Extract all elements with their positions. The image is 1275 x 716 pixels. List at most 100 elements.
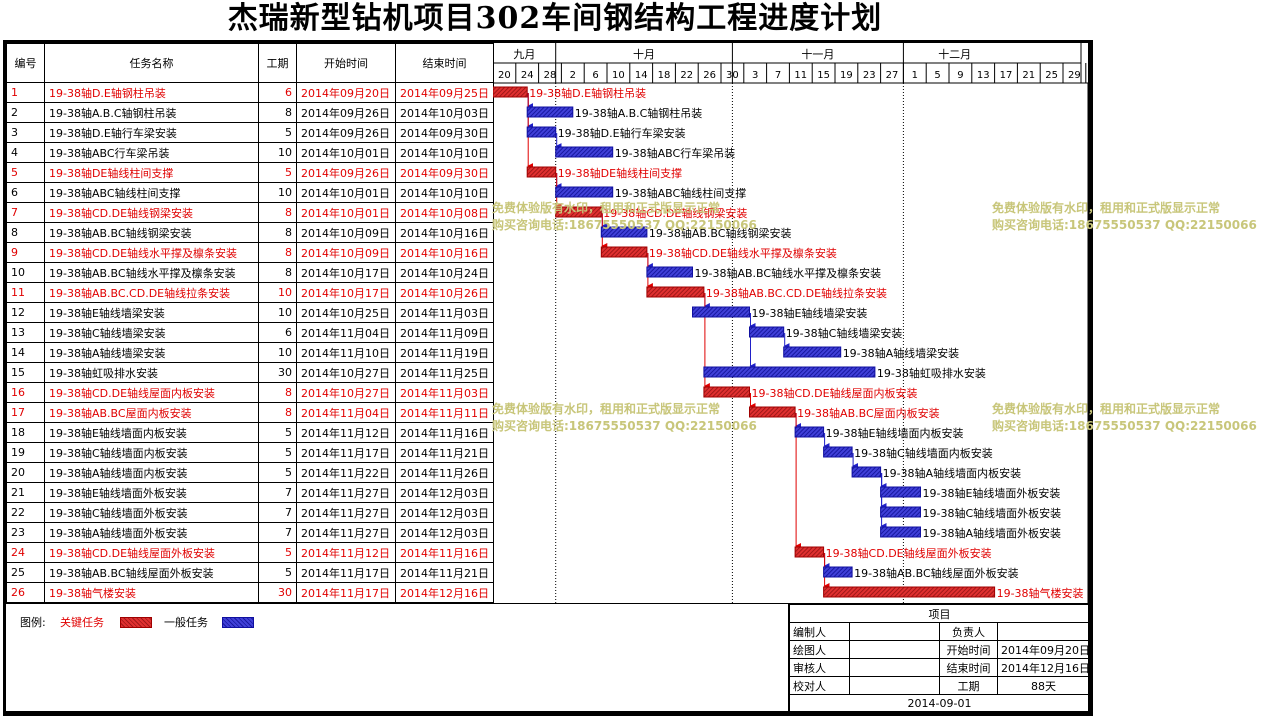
col-header-name: 任务名称: [44, 43, 259, 83]
page-title: 杰瑞新型钻机项目302车间钢结构工程进度计划: [227, 1, 883, 36]
day-label: 19: [840, 70, 853, 81]
task-end: 2014年12月03日: [395, 502, 494, 523]
info-label-duration: 工期: [939, 676, 998, 695]
task-no: 9: [6, 242, 45, 263]
task-days: 8: [258, 262, 297, 283]
task-days: 5: [258, 562, 297, 583]
task-no: 11: [6, 282, 45, 303]
task-bar: [823, 586, 996, 598]
col-header-days: 工期: [258, 43, 297, 83]
task-no: 18: [6, 422, 45, 443]
day-label: 28: [544, 70, 557, 81]
task-end: 2014年11月16日: [395, 542, 494, 563]
task-end: 2014年11月09日: [395, 322, 494, 343]
task-bar: [555, 146, 614, 158]
task-end: 2014年09月30日: [395, 162, 494, 183]
task-name: 19-38轴C轴线墙面外板安装: [44, 502, 259, 523]
task-days: 10: [258, 342, 297, 363]
info-value-reviewer: [849, 658, 940, 677]
task-start: 2014年10月17日: [296, 282, 396, 303]
task-bar: [749, 406, 796, 418]
task-bar-label: 19-38轴AB.BC轴线水平撑及檩条安装: [695, 266, 882, 280]
info-date: 2014-09-01: [789, 694, 1090, 713]
task-no: 21: [6, 482, 45, 503]
day-label: 27: [886, 70, 899, 81]
task-start: 2014年11月12日: [296, 542, 396, 563]
task-no: 5: [6, 162, 45, 183]
task-no: 14: [6, 342, 45, 363]
task-bar-label: 19-38轴E轴线墙面外板安装: [923, 486, 1061, 500]
info-label-reviewer: 审核人: [789, 658, 850, 677]
task-name: 19-38轴AB.BC轴线水平撑及檩条安装: [44, 262, 259, 283]
legend-critical-label: 关键任务: [60, 616, 104, 629]
task-name: 19-38轴CD.DE轴线屋面外板安装: [44, 542, 259, 563]
task-bar: [493, 86, 528, 98]
day-label: 22: [680, 70, 693, 81]
task-start: 2014年09月26日: [296, 162, 396, 183]
task-no: 1: [6, 82, 45, 103]
day-label: 21: [1022, 70, 1035, 81]
task-bar: [555, 186, 614, 198]
task-name: 19-38轴C轴线墙梁安装: [44, 322, 259, 343]
task-days: 6: [258, 322, 297, 343]
info-label-manager: 负责人: [939, 622, 998, 641]
day-label: 6: [592, 70, 598, 81]
info-value-editor: [849, 622, 940, 641]
task-name: 19-38轴E轴线墙梁安装: [44, 302, 259, 323]
task-start: 2014年10月27日: [296, 362, 396, 383]
task-days: 5: [258, 162, 297, 183]
task-days: 5: [258, 542, 297, 563]
task-days: 5: [258, 462, 297, 483]
task-end: 2014年11月11日: [395, 402, 494, 423]
task-bar: [526, 126, 557, 138]
task-no: 4: [6, 142, 45, 163]
info-value-checker: [849, 676, 940, 695]
task-days: 8: [258, 202, 297, 223]
task-days: 10: [258, 282, 297, 303]
task-name: 19-38轴AB.BC.CD.DE轴线拉条安装: [44, 282, 259, 303]
task-end: 2014年11月25日: [395, 362, 494, 383]
task-days: 7: [258, 522, 297, 543]
task-bar-label: 19-38轴ABC行车梁吊装: [615, 146, 736, 160]
task-no: 15: [6, 362, 45, 383]
task-start: 2014年10月01日: [296, 142, 396, 163]
day-label: 15: [817, 70, 830, 81]
task-end: 2014年10月10日: [395, 142, 494, 163]
task-no: 2: [6, 102, 45, 123]
task-days: 8: [258, 242, 297, 263]
task-name: 19-38轴D.E轴钢柱吊装: [44, 82, 259, 103]
task-bar-label: 19-38轴AB.BC轴线屋面外板安装: [854, 566, 1019, 580]
task-end: 2014年10月08日: [395, 202, 494, 223]
task-start: 2014年11月10日: [296, 342, 396, 363]
task-end: 2014年11月21日: [395, 562, 494, 583]
task-bar: [749, 326, 785, 338]
day-label: 26: [703, 70, 716, 81]
task-bar-label: 19-38轴C轴线墙面外板安装: [923, 506, 1062, 520]
task-no: 25: [6, 562, 45, 583]
task-name: 19-38轴CD.DE轴线屋面内板安装: [44, 382, 259, 403]
task-end: 2014年09月25日: [395, 82, 494, 103]
task-end: 2014年10月16日: [395, 242, 494, 263]
task-bar: [526, 106, 574, 118]
task-days: 8: [258, 102, 297, 123]
day-label: 5: [934, 70, 940, 81]
task-no: 17: [6, 402, 45, 423]
info-label-editor: 编制人: [789, 622, 850, 641]
task-bar: [703, 366, 876, 378]
task-bar-label: 19-38轴A.B.C轴钢柱吊装: [575, 106, 703, 120]
task-bar-label: 19-38轴CD.DE轴线钢梁安装: [603, 206, 747, 220]
day-label: 23: [863, 70, 876, 81]
task-name: 19-38轴气楼安装: [44, 582, 259, 603]
task-bar: [823, 446, 853, 458]
task-start: 2014年11月04日: [296, 322, 396, 343]
